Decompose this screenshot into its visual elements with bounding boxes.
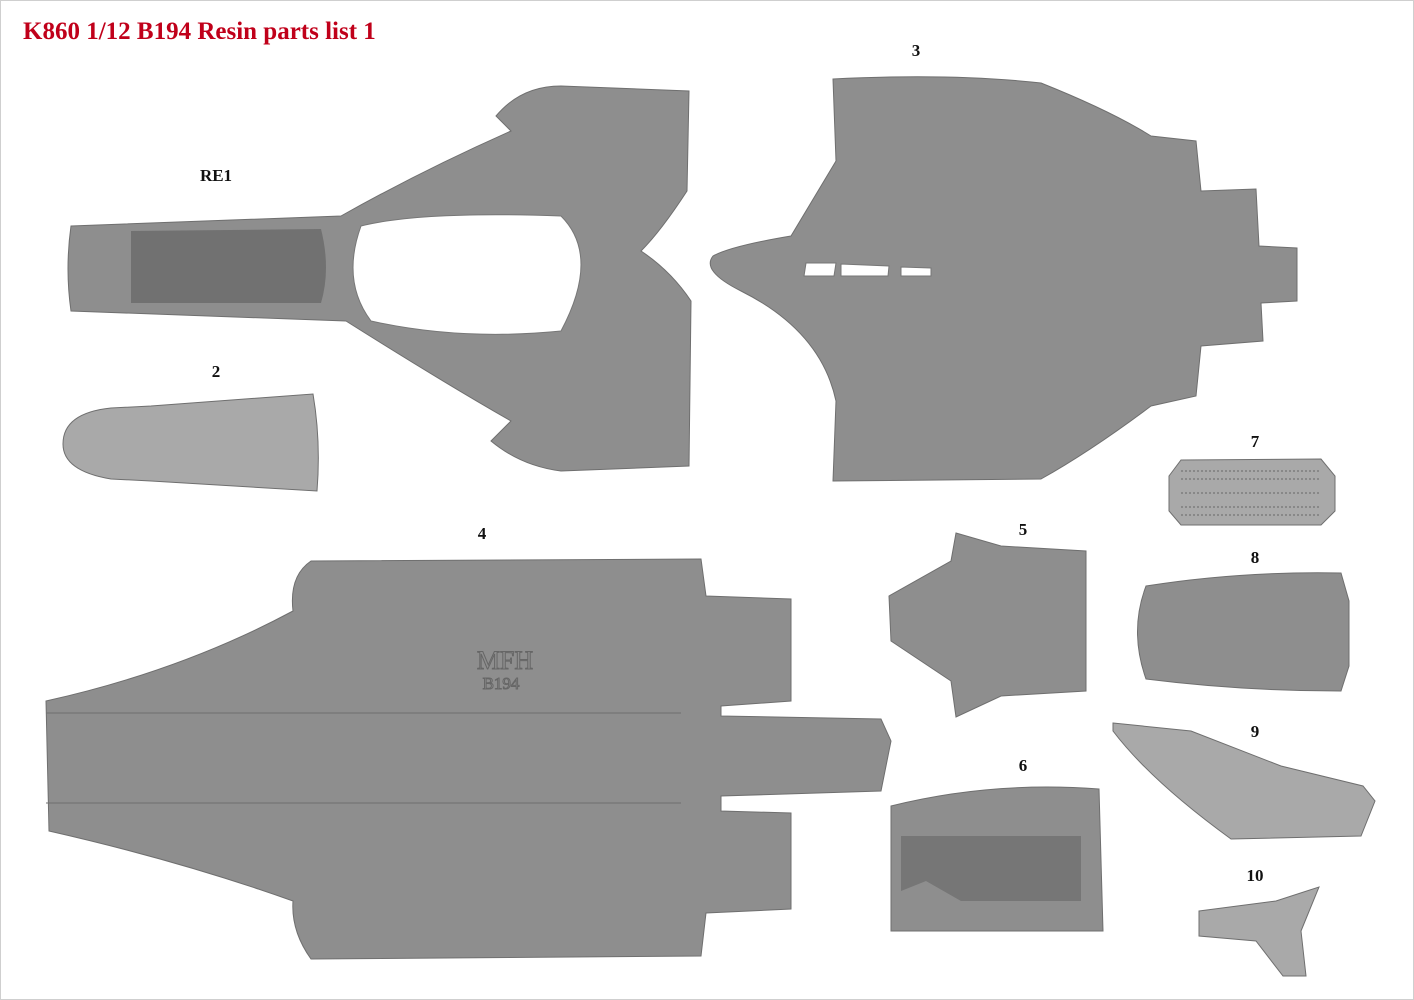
part-8: 8 (1137, 548, 1350, 692)
part-label: 5 (1019, 520, 1028, 539)
page-title: K860 1/12 B194 Resin parts list 1 (23, 18, 376, 45)
part-label: 4 (478, 524, 487, 543)
embossed-logo: MFH (477, 646, 534, 675)
part-3: 3 (709, 41, 1298, 482)
part-label: RE1 (200, 166, 232, 185)
part-5: 5 (888, 520, 1087, 718)
part-label: 3 (912, 41, 921, 60)
part-label: 7 (1251, 432, 1260, 451)
embossed-model: B194 (483, 674, 520, 693)
part-2: 2 (62, 362, 319, 492)
part-7: 7 (1168, 432, 1336, 526)
part-re1: RE1 (67, 85, 692, 472)
part-label: 2 (212, 362, 221, 381)
part-9: 9 (1112, 722, 1376, 840)
part-label: 9 (1251, 722, 1260, 741)
part-6: 6 (890, 756, 1104, 932)
part-4: MFH B194 4 (45, 524, 892, 960)
part-10: 10 (1198, 866, 1320, 977)
part-label: 10 (1247, 866, 1264, 885)
part-label: 6 (1019, 756, 1028, 775)
part-label: 8 (1251, 548, 1260, 567)
